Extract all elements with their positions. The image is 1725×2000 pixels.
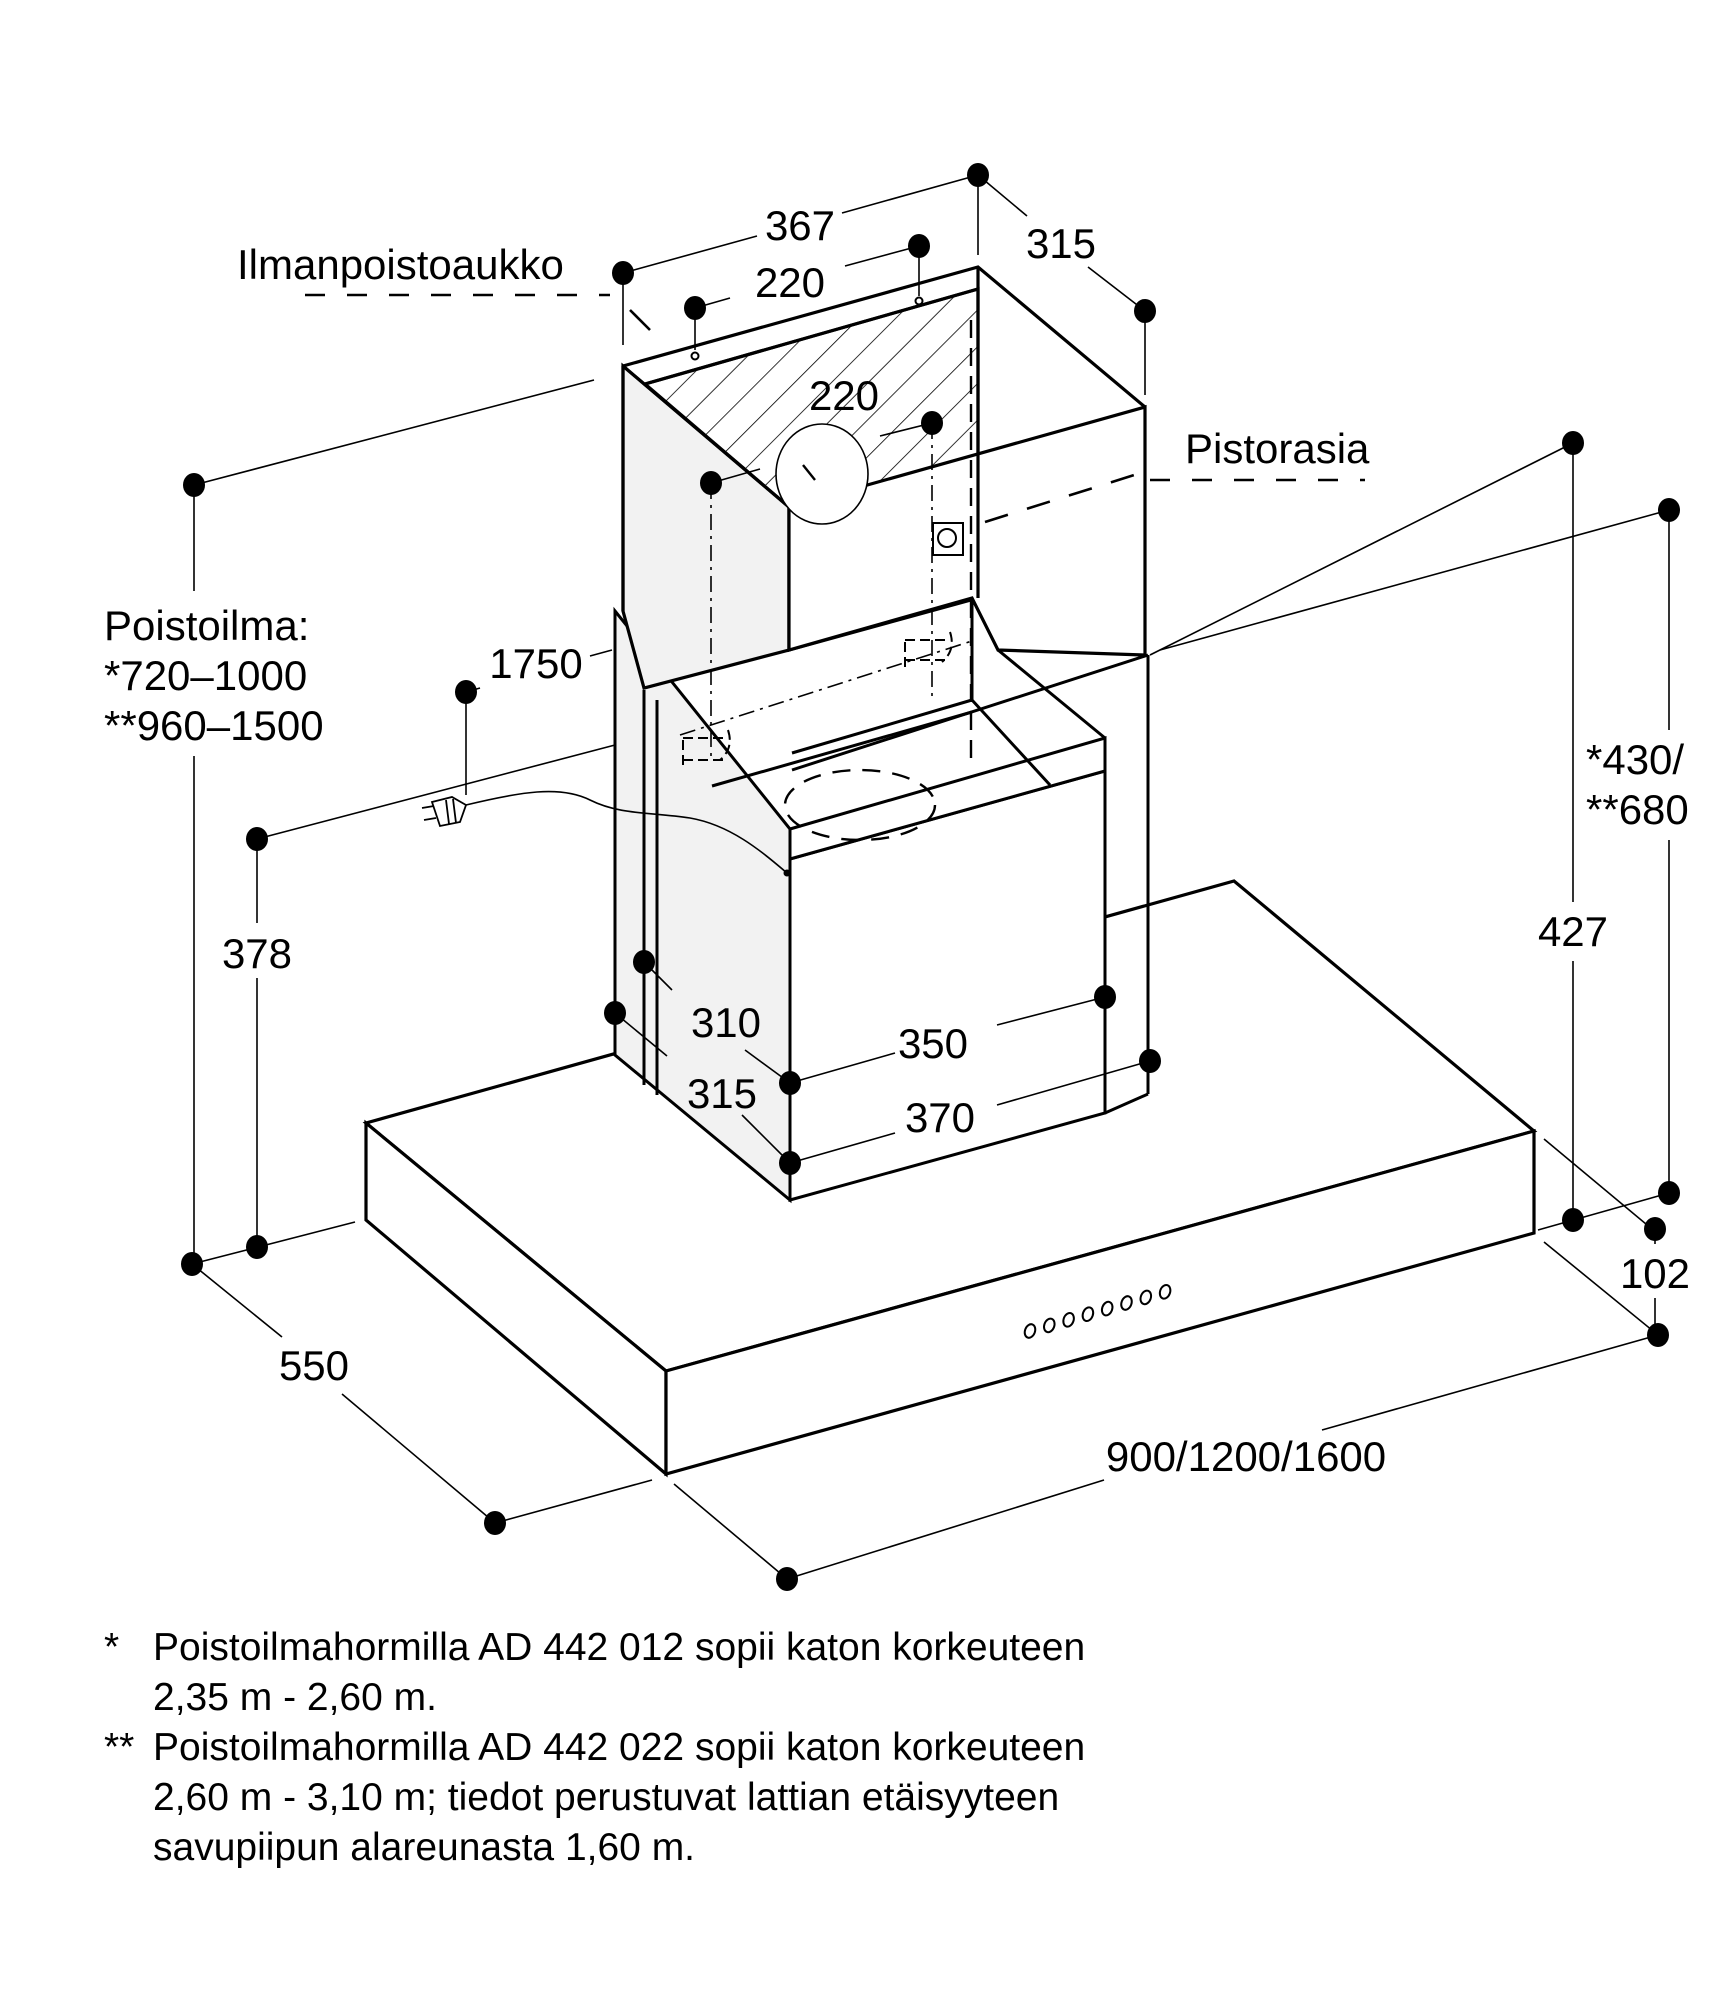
socket-outlet-icon (937, 528, 957, 548)
mount-hole-left (690, 351, 700, 361)
dimension-dot (684, 296, 706, 320)
dimension-dot (1134, 299, 1156, 323)
label-air-outlet: Ilmanpoistoaukko (237, 241, 564, 288)
dimension-dot (1139, 1049, 1161, 1073)
dim-chimney-height-variant-2: **680 (1586, 786, 1689, 833)
collar-inner-line (711, 710, 973, 788)
dim-chimney-inner-width: 350 (898, 1020, 968, 1067)
hood-front-face (664, 1128, 1536, 1477)
plug-icon (421, 796, 468, 828)
control-button-icon (1158, 1284, 1172, 1300)
dimension-dot (967, 163, 989, 187)
control-button-icon (1062, 1312, 1075, 1328)
dimension-dots (181, 163, 1680, 1591)
dimension-dot (604, 1001, 626, 1025)
dim-cord-length: 1750 (489, 640, 582, 687)
cord-entry-point (783, 869, 791, 877)
footnote-1-line-2: 2,35 m - 2,60 m. (153, 1676, 437, 1719)
label-exhaust-short: *720–1000 (104, 652, 307, 699)
dimension-dot (1658, 1181, 1680, 1205)
dimension-dot (1562, 1208, 1584, 1232)
upper-chimney-left-top (621, 364, 791, 509)
dim-chimney-height-variant: *430/ (1586, 736, 1684, 783)
dim-hood-depth: 550 (279, 1342, 349, 1389)
lower-chimney-top (788, 736, 1107, 861)
dim-chimney-outer-depth: 315 (687, 1070, 757, 1117)
dimension-dot (1562, 431, 1584, 455)
lower-chimney-right-bevel (997, 648, 1106, 740)
control-button-icon (1100, 1300, 1114, 1317)
power-cord (421, 790, 791, 877)
dim-chimney-outer-width: 370 (905, 1094, 975, 1141)
dim-chimney-top-depth: 315 (1026, 220, 1096, 267)
dimension-dot (455, 680, 477, 704)
outlet-mark (802, 464, 816, 481)
dimension-dot (183, 473, 205, 497)
air-outlet-opening (775, 423, 869, 525)
upper-chimney (621, 265, 1147, 760)
control-button-icon (1023, 1323, 1037, 1339)
upper-chimney-top-inner (644, 287, 979, 386)
dimension-dot (181, 1252, 203, 1276)
label-exhaust-title: Poistoilma: (104, 602, 309, 649)
footnote-2-line-3: savupiipun alareunasta 1,60 m. (153, 1826, 696, 1869)
dimension-dot (700, 471, 722, 495)
collar-shelf (970, 698, 1052, 787)
dim-chimney-top-width: 367 (765, 202, 835, 249)
bracket-left-hidden (682, 729, 731, 765)
lower-chimney (613, 596, 1150, 1204)
footnote-2-line-2: 2,60 m - 3,10 m; tiedot perustuvat latti… (153, 1776, 1060, 1819)
footnote-2-mark: ** (104, 1726, 135, 1769)
control-button-icon (1081, 1306, 1095, 1322)
dimension-dot (246, 827, 268, 851)
dimension-dot (779, 1151, 801, 1175)
dim-socket-height: 427 (1538, 908, 1608, 955)
dimension-dot (908, 234, 930, 258)
footnote-1-line-1: Poistoilmahormilla AD 442 012 sopii kato… (153, 1626, 1086, 1669)
lower-chimney-base-right (1104, 1092, 1149, 1115)
labels: Ilmanpoistoaukko Pistorasia Poistoilma: … (104, 202, 1690, 1480)
dimension-dot (776, 1567, 798, 1591)
mount-centreline (679, 639, 976, 736)
cord-line (465, 790, 788, 874)
control-buttons (1023, 1284, 1172, 1339)
control-button-icon (1120, 1295, 1133, 1311)
dimension-dot (1658, 498, 1680, 522)
dimension-dot (246, 1235, 268, 1259)
dim-chimney-inner-depth: 310 (691, 999, 761, 1046)
footnote-1-mark: * (104, 1626, 120, 1669)
dimension-dot (779, 1071, 801, 1095)
dimension-dot (633, 950, 655, 974)
dimension-dot (484, 1511, 506, 1535)
dimension-dot (1647, 1323, 1669, 1347)
dimension-dot (921, 411, 943, 435)
dimension-dot (1644, 1217, 1666, 1241)
bracket-right-hidden (904, 631, 953, 667)
dim-hood-width: 900/1200/1600 (1106, 1433, 1386, 1480)
dimension-dot (612, 261, 634, 285)
duct-connector-hidden (783, 768, 937, 842)
collar-bottom-edge (791, 698, 973, 755)
label-socket: Pistorasia (1185, 425, 1370, 472)
control-button-icon (1139, 1289, 1153, 1306)
dim-outlet-spacing-top: 220 (755, 259, 825, 306)
dim-hood-height: 102 (1620, 1250, 1690, 1297)
label-exhaust-long: **960–1500 (104, 702, 324, 749)
dim-hood-top-offset: 378 (222, 930, 292, 977)
dimension-dot (1094, 985, 1116, 1009)
dim-outlet-spacing-inner: 220 (809, 372, 879, 419)
control-button-icon (1043, 1317, 1056, 1334)
mount-hole-right (914, 296, 924, 306)
footnote-2-line-1: Poistoilmahormilla AD 442 022 sopii kato… (153, 1726, 1086, 1769)
